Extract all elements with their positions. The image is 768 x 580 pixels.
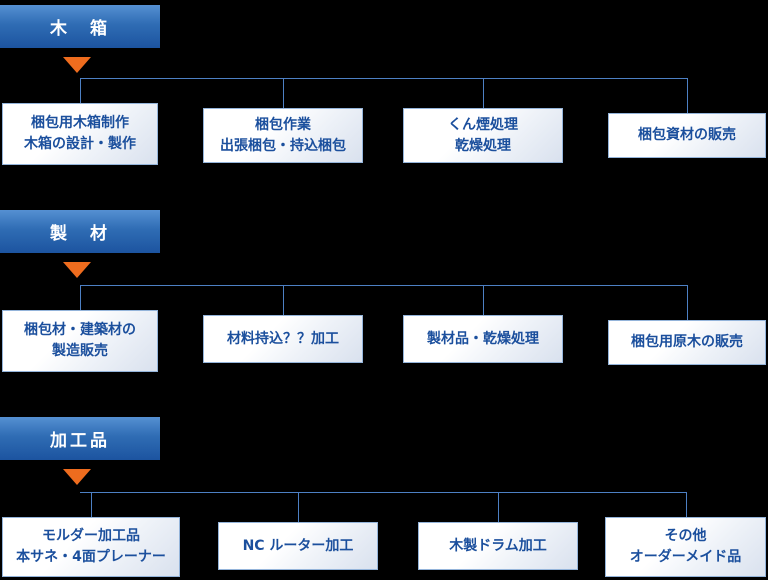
connector-line: [483, 285, 484, 315]
service-box: NC ルーター加工: [218, 522, 378, 570]
section-header-lumber: 製 材: [0, 210, 160, 253]
service-label: 材料持込？？加工: [227, 330, 339, 347]
service-box: 梱包材・建築材の 製造販売: [2, 310, 158, 372]
down-arrow-icon: [63, 469, 91, 485]
service-label: 本サネ・4面プレーナー: [16, 549, 166, 565]
service-label: 木製ドラム加工: [449, 537, 547, 554]
connector-line: [80, 78, 81, 103]
connector-line: [483, 78, 484, 108]
service-box: その他 オーダーメイド品: [605, 517, 766, 577]
connector-line: [91, 492, 92, 517]
connector-line: [687, 78, 688, 113]
service-label: NC ルーター加工: [242, 537, 354, 554]
service-label: くん煙処理: [448, 116, 518, 133]
section-title: 加工品: [50, 431, 110, 451]
connector-line: [283, 285, 284, 315]
connector-line: [498, 492, 499, 522]
service-label: オーダーメイド品: [629, 549, 742, 565]
service-label: 梱包用木箱制作: [31, 115, 129, 131]
service-label: 木箱の設計・製作: [24, 136, 136, 152]
connector-line: [80, 285, 687, 286]
connector-line: [686, 492, 687, 517]
service-label: 梱包作業: [255, 116, 311, 133]
service-box: 木製ドラム加工: [418, 522, 578, 570]
down-arrow-icon: [63, 57, 91, 73]
service-label: モルダー加工品: [42, 528, 140, 544]
connector-line: [80, 78, 687, 79]
connector-line: [283, 78, 284, 108]
section-title: 製 材: [50, 224, 110, 244]
section-title: 木 箱: [50, 19, 110, 39]
connector-line: [80, 285, 81, 310]
service-label: 梱包材・建築材の: [24, 322, 136, 338]
service-label: その他: [664, 528, 707, 544]
service-box: 材料持込？？加工: [203, 315, 363, 363]
service-label: 乾燥処理: [455, 137, 511, 154]
service-label: 梱包資材の販売: [638, 127, 736, 143]
connector-line: [80, 492, 686, 493]
connector-line: [298, 492, 299, 522]
service-box: 梱包用木箱制作 木箱の設計・製作: [2, 103, 158, 165]
service-label: 製造販売: [52, 343, 108, 359]
service-box: 梱包資材の販売: [608, 113, 766, 158]
section-header-processed-goods: 加工品: [0, 417, 160, 460]
service-label: 梱包用原木の販売: [631, 334, 743, 350]
service-box: 梱包用原木の販売: [608, 320, 766, 365]
service-box: くん煙処理 乾燥処理: [403, 108, 563, 163]
section-header-wooden-box: 木 箱: [0, 5, 160, 48]
service-box: 梱包作業 出張梱包・持込梱包: [203, 108, 363, 163]
connector-line: [687, 285, 688, 320]
service-box: 製材品・乾燥処理: [403, 315, 563, 363]
down-arrow-icon: [63, 262, 91, 278]
service-box: モルダー加工品 本サネ・4面プレーナー: [2, 517, 180, 577]
service-label: 出張梱包・持込梱包: [220, 137, 346, 154]
service-label: 製材品・乾燥処理: [427, 330, 539, 347]
